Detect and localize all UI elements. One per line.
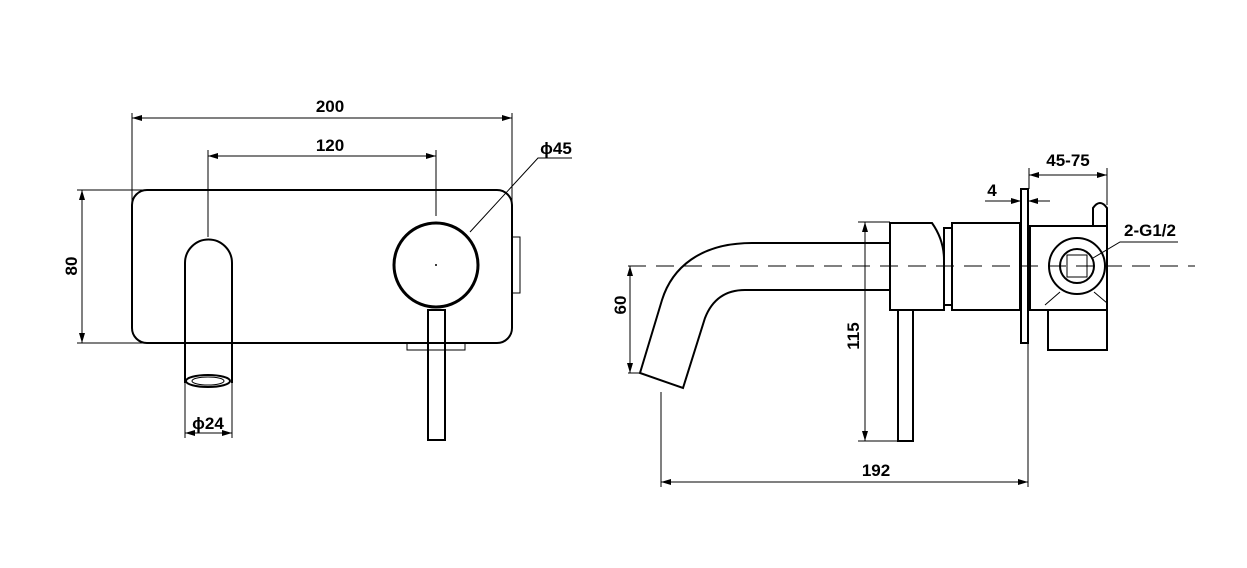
lever-side — [897, 309, 914, 442]
lever — [427, 309, 446, 441]
valve-tab — [1092, 202, 1108, 226]
dim-200-label: 200 — [316, 97, 344, 116]
dim-4-label: 4 — [987, 181, 997, 200]
side-stub — [511, 236, 521, 294]
inlet-thread — [1066, 254, 1088, 278]
spout-side — [638, 242, 890, 390]
dim-24-label: ϕ24 — [192, 414, 224, 433]
connection-label: 2-G1/2 — [1124, 221, 1176, 240]
aerator-inner — [191, 376, 225, 386]
inlet-inner — [1059, 248, 1095, 284]
handle-knob — [392, 221, 480, 309]
wall-flange — [1020, 188, 1029, 344]
front-view: 200 120 80 ϕ45 ϕ24 — [62, 97, 572, 441]
dim-45-75-label: 45-75 — [1046, 151, 1089, 170]
valve-bottom — [1047, 309, 1108, 351]
dim-115-label: 115 — [844, 322, 863, 349]
side-view: 60 115 192 4 45-75 2-G1/2 — [611, 151, 1195, 487]
dim-60-label: 60 — [611, 296, 630, 315]
knob-center — [435, 264, 437, 266]
spout — [184, 238, 233, 383]
leader-g12 — [1092, 241, 1178, 259]
wall-plate — [131, 189, 513, 344]
dim-80-label: 80 — [62, 257, 81, 276]
bottom-bump — [406, 342, 466, 351]
dim-192-label: 192 — [862, 461, 890, 480]
aerator — [185, 374, 231, 388]
inlet-outer — [1048, 237, 1106, 295]
dim-45-label: ϕ45 — [540, 139, 572, 158]
dim-120-label: 120 — [316, 136, 344, 155]
leader-45 — [469, 157, 572, 233]
